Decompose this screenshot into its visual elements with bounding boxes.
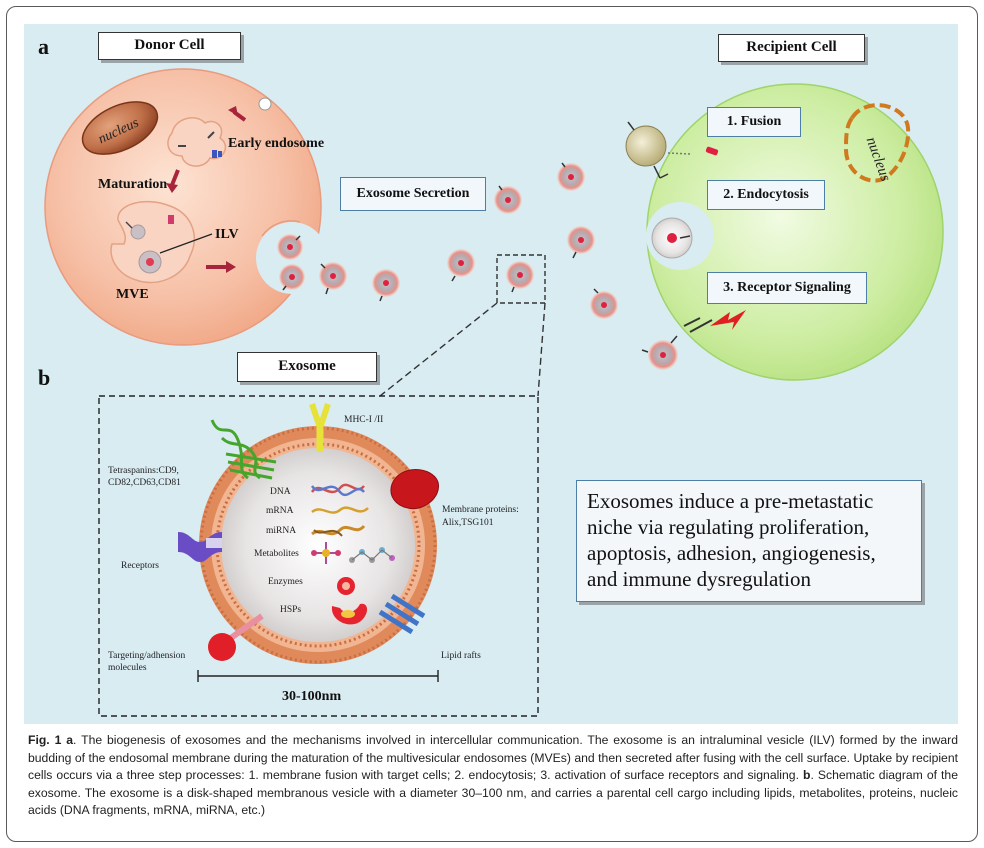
multivesicular-endosome	[110, 200, 195, 284]
caption-a-label: a	[66, 733, 74, 747]
membrane-proteins-label-2: Alix,TSG101	[442, 518, 494, 528]
mhc-protein	[309, 403, 331, 452]
early-endosome	[167, 97, 272, 167]
mhc-label: MHC-I /II	[344, 415, 383, 425]
exosome-particle	[506, 261, 534, 293]
targeting-molecule	[208, 613, 264, 661]
recipient-cell-title: Recipient Cell	[718, 34, 865, 62]
receptors-label: Receptors	[121, 561, 159, 571]
exosome-title: Exosome	[237, 352, 377, 382]
donor-cell-title: Donor Cell	[98, 32, 241, 60]
exosome-particle	[494, 185, 522, 214]
enzymes-icon	[337, 577, 355, 595]
mrna-icon	[311, 506, 369, 514]
exosome-particle	[279, 264, 305, 291]
exosome-particles	[277, 162, 678, 370]
size-label: 30-100nm	[282, 689, 341, 704]
hsps-label: HSPs	[280, 605, 301, 615]
lipid-rafts-label: Lipid rafts	[441, 650, 481, 661]
hsps-icon	[331, 603, 368, 625]
maturation-arrow	[170, 169, 180, 186]
metabolites-label: Metabolites	[254, 549, 299, 559]
ilv-label: ILV	[215, 227, 239, 242]
uptake-step-endocytosis: 2. Endocytosis	[707, 180, 825, 210]
exosome-secretion-label: Exosome Secretion	[340, 177, 486, 211]
tetraspanin-protein	[210, 419, 277, 480]
recipient-nucleus	[843, 103, 911, 183]
uptake-step-fusion: 1. Fusion	[707, 107, 801, 137]
exosome-particle	[590, 288, 618, 319]
membrane-proteins-label-1: Membrane proteins:	[442, 505, 519, 515]
figure-caption: Fig. 1 a. The biogenesis of exosomes and…	[28, 732, 958, 820]
mirna-label: miRNA	[266, 526, 296, 536]
caption-fig-label: Fig. 1	[28, 733, 62, 747]
uptake-step-receptor-signaling: 3. Receptor Signaling	[707, 272, 867, 304]
caption-text-a: . The biogenesis of exosomes and the mec…	[28, 733, 958, 782]
maturation-label: Maturation	[98, 177, 167, 192]
exosome-particle	[447, 249, 475, 282]
fusion-vesicle	[625, 121, 719, 179]
dna-icon	[310, 483, 365, 497]
exosome-particle	[372, 269, 400, 302]
enzymes-label: Enzymes	[268, 577, 303, 587]
exosome-particle	[641, 335, 678, 370]
caption-text-b: . Schematic diagram of the exosome. The …	[28, 768, 958, 817]
exosome-particle	[319, 262, 347, 295]
panel-a-letter: a	[38, 34, 49, 59]
exosome-particle	[557, 162, 585, 191]
lipid-raft	[378, 593, 426, 635]
zoom-selector-box	[496, 254, 546, 304]
mve-label: MVE	[116, 287, 149, 302]
panel-b-letter: b	[38, 365, 50, 390]
exosome-structure	[199, 426, 437, 664]
tetraspanins-label-2: CD82,CD63,CD81	[108, 478, 181, 488]
targeting-label-1: Targeting/adhension	[108, 651, 186, 661]
metabolites-icon	[311, 542, 395, 564]
receptor-signaling	[683, 310, 746, 333]
exosome-particle	[567, 226, 595, 259]
exosome-particle	[277, 234, 303, 260]
pre-metastatic-niche-note: Exosomes induce a pre-metastatic niche v…	[576, 480, 922, 602]
receptor-protein	[178, 532, 222, 562]
donor-nucleus	[81, 101, 159, 155]
donor-cell	[44, 68, 328, 346]
recipient-cell	[646, 83, 944, 381]
tetraspanins-label-1: Tetraspanins:CD9,	[108, 466, 179, 476]
early-endosome-label: Early endosome	[228, 136, 324, 151]
caption-b-label: b	[802, 768, 811, 782]
dna-label: DNA	[270, 487, 291, 497]
membrane-protein-icon	[390, 469, 439, 510]
mrna-label: mRNA	[266, 506, 294, 516]
targeting-label-2: molecules	[108, 663, 147, 673]
mirna-icon	[311, 524, 366, 537]
